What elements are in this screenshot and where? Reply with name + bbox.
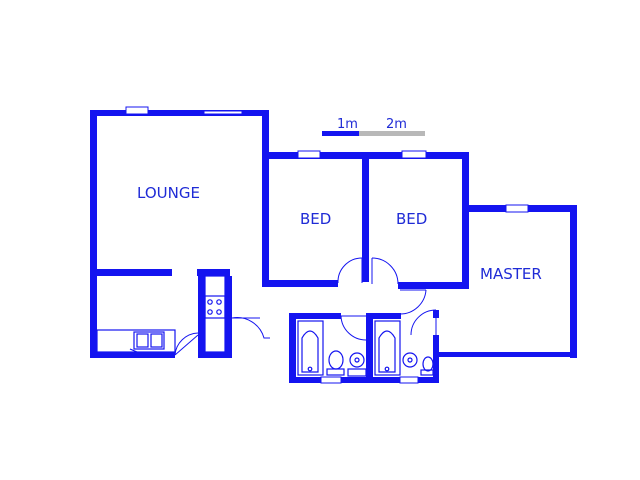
wall-passage-stub — [225, 276, 232, 358]
door-bath1-arc — [340, 315, 367, 341]
toilet-icon — [326, 350, 345, 376]
kitchen-side-counter — [204, 275, 226, 353]
basin-icon — [402, 352, 418, 368]
windows — [125, 106, 529, 384]
door-passage-arc — [231, 317, 270, 339]
window-bath2 — [399, 376, 419, 384]
wall-lounge-left — [90, 110, 97, 358]
wall-bath1-top — [289, 313, 341, 319]
bathtub-icon — [297, 320, 324, 376]
wall-bath1-left — [289, 313, 296, 382]
wall-bed1-bottom — [262, 280, 338, 287]
wall-bath2-right — [433, 335, 439, 383]
stove-icon — [204, 295, 226, 319]
scale-label-1m: 1m — [337, 117, 358, 132]
window-lounge-slider — [203, 110, 243, 115]
scale-bar: 1m 2m — [322, 117, 425, 136]
scale-bar-1m — [322, 131, 359, 136]
wall-kitchen-passage-bottom — [198, 352, 232, 358]
wall-lounge-bottom — [90, 352, 175, 358]
wall-master-right — [570, 205, 577, 358]
kitchen-sink-icon — [129, 331, 165, 353]
window-lounge-1 — [125, 106, 149, 115]
wall-kitchen-passage — [198, 269, 205, 358]
door-bed1-arc — [337, 257, 363, 284]
bathtub-icon — [374, 320, 401, 376]
wall-kitchen-divider — [97, 269, 172, 276]
window-master — [505, 204, 529, 213]
wall-lounge-right-upper — [262, 110, 269, 158]
scale-bar-2m — [359, 131, 425, 136]
doors — [174, 257, 437, 356]
wall-master-bottom — [436, 352, 577, 357]
room-label-bed-2: BED — [396, 210, 427, 228]
room-label-bed-1: BED — [300, 210, 331, 228]
door-bed2-arc — [371, 257, 399, 285]
wall-bed-divider — [362, 152, 369, 282]
wall-bath2-top — [366, 313, 401, 319]
wall-bath-bottom — [289, 377, 439, 383]
wall-bed2-right — [462, 152, 469, 288]
door-master-arc — [399, 289, 427, 315]
door-front-leaf — [174, 334, 199, 356]
fixtures — [96, 275, 434, 377]
door-bath2-arc — [410, 309, 437, 336]
window-bath1 — [320, 376, 342, 384]
room-label-lounge: LOUNGE — [137, 184, 200, 202]
wall-bed2-bottom — [398, 282, 469, 289]
wall-lounge-top — [90, 110, 268, 116]
window-bed1 — [297, 150, 321, 159]
wall-bath-divider — [366, 313, 373, 382]
toilet-icon — [420, 356, 434, 376]
scale-label-2m: 2m — [386, 117, 407, 132]
wall-bed1-left — [262, 152, 269, 286]
window-bed2 — [401, 150, 427, 159]
room-labels: LOUNGE BED BED MASTER — [137, 184, 542, 283]
wall-kitchen-divider-right — [197, 269, 230, 276]
room-label-master: MASTER — [480, 265, 542, 283]
basin-icon — [347, 352, 367, 377]
